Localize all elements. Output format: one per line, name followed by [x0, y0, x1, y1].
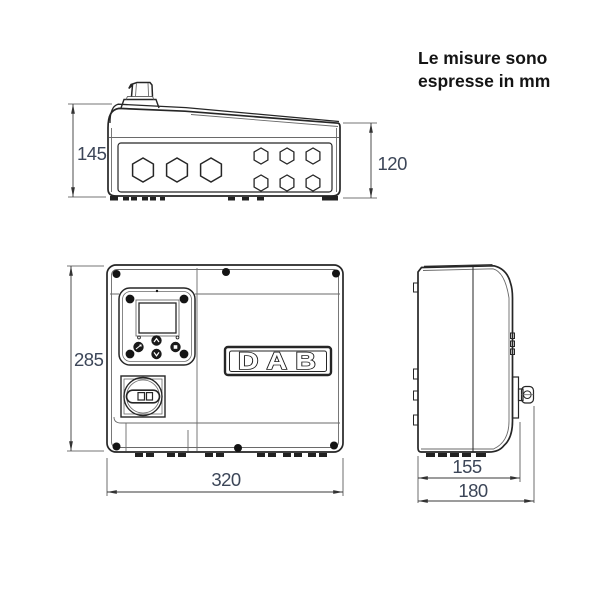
control-panel — [118, 287, 196, 418]
cable-knockout-hex-large-2 — [165, 157, 189, 183]
logo-border-inner — [229, 350, 327, 372]
front-screws — [112, 268, 340, 452]
knob-body — [128, 81, 154, 97]
dim-label-145: 145 — [77, 143, 107, 164]
side-left-tabs — [413, 282, 419, 426]
dim-side-total-depth: 180 — [417, 406, 535, 503]
lid-ridge-line — [109, 103, 340, 124]
dim-front-width: 320 — [106, 458, 344, 496]
dim-side-depth: 155 — [417, 422, 521, 503]
front-seam-bottom — [113, 416, 340, 424]
dab-logo: DAB — [223, 345, 333, 377]
cable-knockout-hex-small-3 — [305, 147, 321, 165]
switch-plate-profile — [511, 376, 520, 419]
front-bottom-dividers — [125, 423, 189, 451]
front-outline — [106, 264, 344, 453]
gland-plate — [117, 142, 333, 193]
side-view-feet — [426, 453, 486, 457]
switch-knob-profile — [511, 376, 535, 419]
dim-top-height: 145 — [68, 103, 112, 198]
knob-base — [120, 98, 160, 109]
led-left — [137, 335, 141, 340]
top-view-outline — [107, 107, 341, 197]
units-note-line1: Le misure sono — [418, 48, 547, 68]
dim-label-285: 285 — [74, 349, 104, 370]
rotary-knob-top — [120, 81, 160, 109]
cable-knockout-hex-small-6 — [305, 174, 321, 192]
logo-border — [223, 345, 333, 377]
side-outline-inner — [421, 268, 510, 450]
cable-knockout-hex-small-2 — [279, 147, 295, 165]
panel-screws — [125, 294, 189, 359]
top-view-feet — [110, 196, 338, 201]
screw-top-right — [332, 269, 340, 278]
large-knockouts — [131, 157, 223, 183]
main-switch — [120, 375, 166, 418]
top-view: 145 120 — [68, 81, 408, 201]
dim-top-body-height: 120 — [343, 122, 408, 199]
switch-plate — [120, 375, 166, 418]
screw-top-left — [112, 270, 121, 278]
units-note-line2: espresse in mm — [418, 71, 550, 91]
up-button-icon — [151, 335, 162, 346]
panel-frame — [118, 287, 196, 366]
units-note: Le misure sono espresse in mm — [418, 48, 550, 91]
side-top-step — [423, 264, 493, 267]
screw-bottom-right — [330, 441, 338, 450]
panel-buttons — [133, 335, 181, 360]
switch-handle — [125, 389, 161, 404]
screw-bottom-middle — [234, 444, 242, 452]
lid-slope-echo — [190, 114, 339, 127]
cable-knockout-hex-large-3 — [199, 157, 223, 183]
side-view: 155 180 — [413, 264, 535, 503]
cable-knockout-hex-small-5 — [279, 174, 295, 192]
lcd-display — [138, 302, 177, 334]
cable-knockout-hex-large-1 — [131, 157, 155, 183]
front-view: DAB 285 320 — [67, 264, 344, 496]
switch-plate-inner — [123, 378, 163, 415]
side-outline — [417, 264, 514, 453]
dim-label-180: 180 — [458, 480, 488, 501]
dim-label-120: 120 — [378, 153, 408, 174]
screw-bottom-left — [112, 442, 121, 451]
small-knockouts — [253, 147, 321, 192]
switch-dial — [123, 376, 163, 417]
panel-top-dot — [155, 289, 159, 293]
dim-label-155: 155 — [452, 456, 482, 477]
screw-top-middle — [222, 268, 230, 276]
logo-text: DAB — [238, 347, 324, 374]
knob-facets — [135, 82, 150, 97]
cable-knockout-hex-small-1 — [253, 147, 269, 165]
dim-front-height: 285 — [67, 265, 104, 452]
cable-knockout-hex-small-4 — [253, 174, 269, 192]
dim-label-320: 320 — [211, 469, 241, 490]
down-button-icon — [151, 348, 162, 360]
display-bezel — [135, 299, 180, 337]
side-vents — [510, 332, 515, 355]
front-view-feet — [135, 453, 327, 457]
knob-base-step — [125, 96, 155, 100]
led-right — [175, 335, 180, 340]
